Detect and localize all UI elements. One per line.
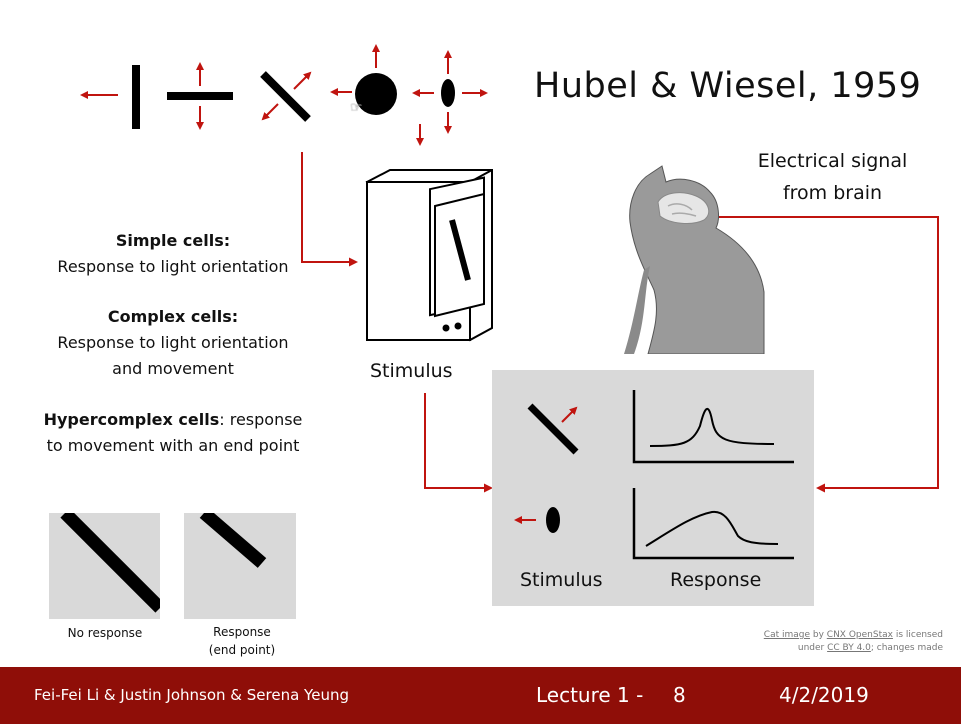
no-response-label: No response bbox=[67, 626, 143, 640]
hypercomplex-cells-block: Hypercomplex cells: response to movement… bbox=[20, 407, 326, 459]
ellipse-stimulus bbox=[412, 50, 488, 146]
cat-image bbox=[624, 165, 765, 354]
cat-image-link[interactable]: Cat image bbox=[763, 630, 811, 640]
simple-cells-block: Simple cells: Response to light orientat… bbox=[40, 228, 306, 280]
footer-bar bbox=[0, 667, 961, 724]
license-link[interactable]: CC BY 4.0 bbox=[827, 643, 871, 653]
panel-broad-response bbox=[632, 488, 794, 560]
response-example bbox=[184, 513, 296, 619]
credit-line2: under CC BY 4.0; changes made bbox=[797, 643, 943, 653]
complex-cells-desc-line1: Response to light orientation bbox=[57, 333, 289, 352]
stimulus-response-panel bbox=[492, 370, 814, 606]
panel-ellipse-stimulus bbox=[514, 507, 560, 533]
circle-stimulus bbox=[330, 44, 397, 115]
signal-label-line1: Electrical signal bbox=[757, 150, 908, 172]
footer-lecture: Lecture 1 - bbox=[536, 683, 644, 707]
hypercomplex-desc-line2: to movement with an end point bbox=[46, 436, 300, 455]
diagonal-bar-stimulus bbox=[260, 71, 312, 122]
horizontal-bar-stimulus bbox=[167, 62, 233, 130]
hypercomplex-desc-line1: : response bbox=[219, 410, 303, 429]
stimulus-label: Stimulus bbox=[370, 360, 453, 382]
vertical-bar-stimulus bbox=[80, 65, 140, 129]
signal-label: Electrical signal from brain bbox=[740, 145, 925, 209]
footer-authors: Fei-Fei Li & Justin Johnson & Serena Yeu… bbox=[34, 686, 349, 704]
footer-date: 4/2/2019 bbox=[779, 683, 869, 707]
panel-bar-stimulus bbox=[527, 403, 579, 455]
complex-cells-block: Complex cells: Response to light orienta… bbox=[40, 304, 306, 382]
response-label: Response (end point) bbox=[178, 623, 306, 659]
panel-stimulus-label: Stimulus bbox=[520, 569, 603, 591]
response-label-line2: (end point) bbox=[208, 643, 276, 657]
panel-peak-response bbox=[632, 390, 794, 464]
stimulus-monitor bbox=[365, 169, 493, 342]
credit-line1: Cat image by CNX OpenStax is licensed bbox=[763, 630, 943, 640]
response-label-line1: Response bbox=[213, 625, 271, 639]
hand-cursor-icon: ☞ bbox=[350, 100, 363, 116]
complex-cells-title: Complex cells bbox=[107, 307, 232, 326]
simple-cells-title: Simple cells bbox=[115, 231, 224, 250]
simple-cells-heading: Simple cells: bbox=[115, 231, 231, 250]
signal-label-line2: from brain bbox=[782, 182, 883, 204]
footer-page-number: 8 bbox=[673, 683, 686, 707]
openstax-link[interactable]: CNX OpenStax bbox=[826, 630, 893, 640]
hypercomplex-heading: Hypercomplex cells: response bbox=[20, 407, 326, 433]
no-response-example bbox=[49, 513, 160, 619]
image-credit: Cat image by CNX OpenStax is licensed un… bbox=[720, 629, 943, 655]
complex-cells-desc-line2: and movement bbox=[112, 359, 234, 378]
slide-title: Hubel & Wiesel, 1959 bbox=[534, 66, 922, 106]
panel-response-label: Response bbox=[670, 569, 762, 591]
stimulus-response-graphics bbox=[514, 390, 794, 560]
connector-lines bbox=[301, 152, 939, 493]
simple-cells-desc: Response to light orientation bbox=[57, 257, 289, 276]
complex-cells-heading: Complex cells: bbox=[107, 307, 239, 326]
stimuli-row bbox=[80, 44, 488, 146]
hypercomplex-title: Hypercomplex cells bbox=[43, 410, 220, 429]
